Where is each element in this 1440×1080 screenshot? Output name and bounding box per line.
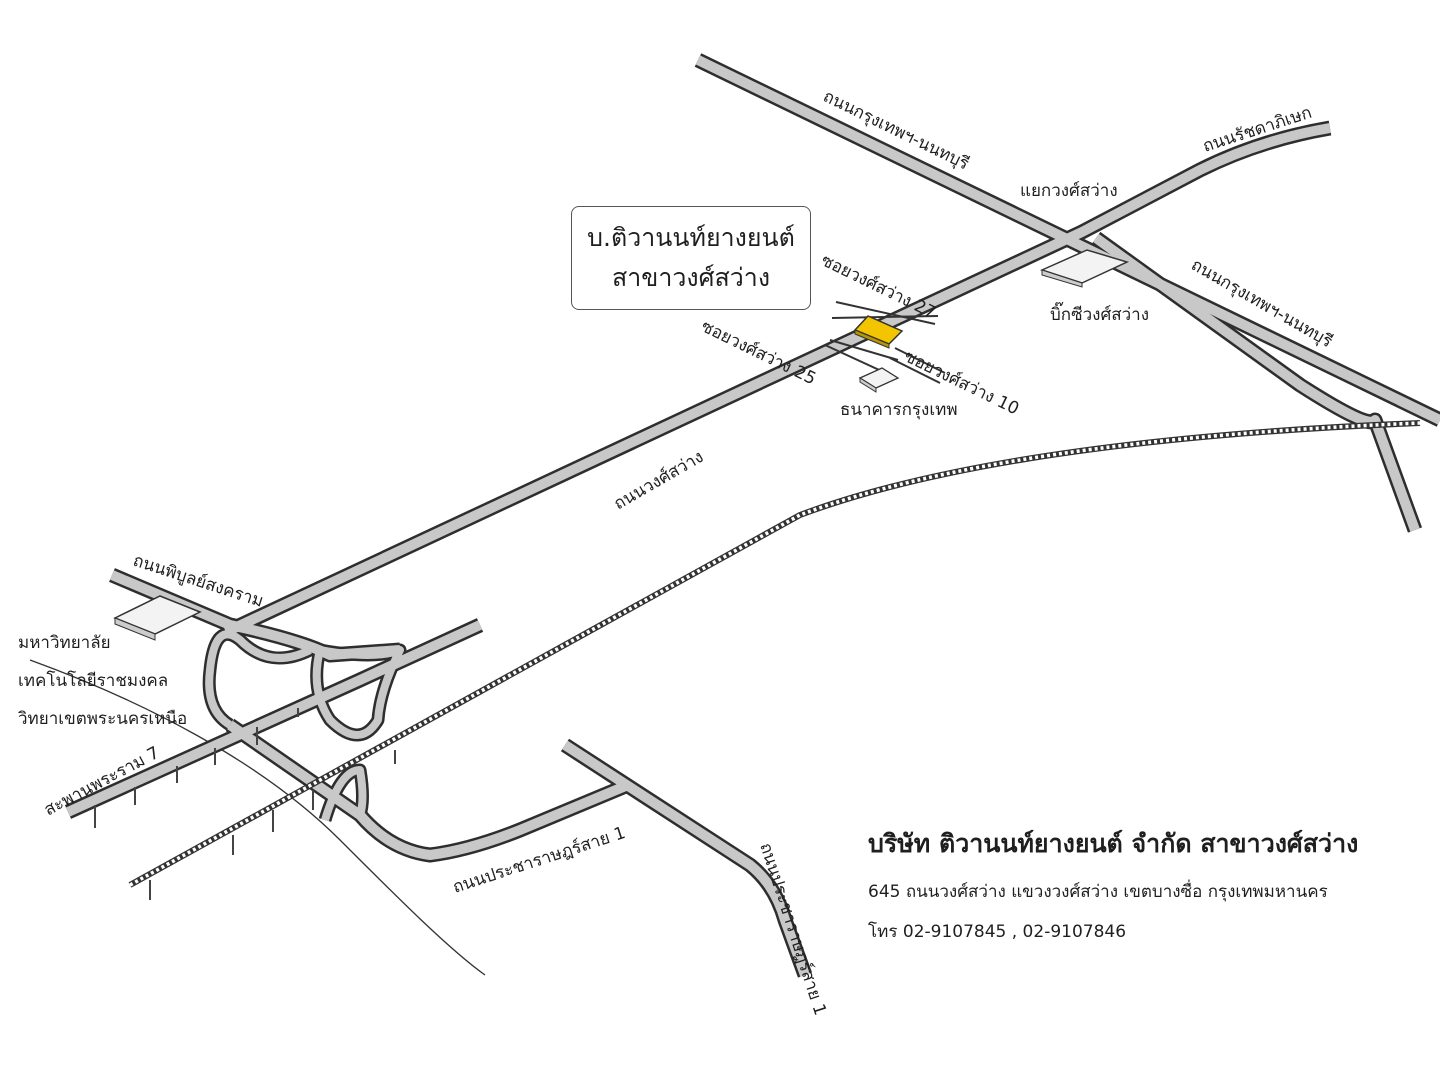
company-name: บริษัท ติวานนท์ยางยนต์ จำกัด สาขาวงศ์สว่… bbox=[868, 829, 1359, 858]
label-university-3: วิทยาเขตพระนครเหนือ bbox=[18, 709, 188, 729]
label-university-2: เทคโนโลยีราชมงคล bbox=[18, 670, 168, 691]
label-big-c: บิ๊กซีวงศ์สว่าง bbox=[1050, 301, 1149, 325]
label-bangkok-bank: ธนาคารกรุงเทพ bbox=[840, 400, 958, 420]
shop-marker bbox=[853, 315, 904, 349]
university-building bbox=[113, 595, 202, 641]
railway bbox=[128, 420, 1421, 888]
soi-10-line-a bbox=[889, 357, 941, 384]
interchange-loop-bottom bbox=[321, 766, 367, 822]
label-intersection: แยกวงศ์สว่าง bbox=[1020, 181, 1118, 201]
road-pracharat bbox=[227, 720, 630, 860]
label-pracharat-sai1-b: ถนนประชาราษฎร์สาย 1 bbox=[755, 840, 830, 1018]
interchange-loop-center bbox=[312, 646, 404, 739]
road-wongsawang bbox=[223, 123, 1331, 637]
soi-10-line-b bbox=[894, 347, 946, 374]
sois bbox=[824, 301, 946, 384]
soi-25-line-b bbox=[829, 339, 899, 361]
road-rama7 bbox=[65, 620, 483, 817]
branch-name-box: บ.ติวานนท์ยางยนต์ สาขาวงศ์สว่าง bbox=[571, 206, 811, 310]
soi-27-line bbox=[835, 301, 936, 325]
soi-27-line-b bbox=[831, 315, 939, 319]
bangkok-bank-building bbox=[858, 367, 900, 393]
label-wongsawang: ถนนวงศ์สว่าง bbox=[611, 447, 708, 514]
branch-name-line2: สาขาวงศ์สว่าง bbox=[611, 263, 771, 292]
interchange-loop-left bbox=[205, 630, 312, 729]
road-fills bbox=[65, 55, 1440, 977]
company-phone: โทร 02-9107845 , 02-9107846 bbox=[868, 922, 1127, 942]
big-c-building bbox=[1039, 249, 1130, 288]
bridge-piers bbox=[94, 708, 396, 900]
branch-name-line1: บ.ติวานนท์ยางยนต์ bbox=[587, 223, 795, 252]
label-university-1: มหาวิทยาลัย bbox=[18, 633, 111, 653]
road-pracharat-south bbox=[562, 740, 810, 977]
road-bangkok-nonthaburi-south bbox=[1093, 233, 1420, 532]
river-line bbox=[29, 659, 486, 976]
company-address: 645 ถนนวงศ์สว่าง แขวงวงศ์สว่าง เขตบางซื่… bbox=[868, 882, 1328, 902]
label-pracharat-sai1-a: ถนนประชาราษฎร์สาย 1 bbox=[450, 823, 628, 898]
